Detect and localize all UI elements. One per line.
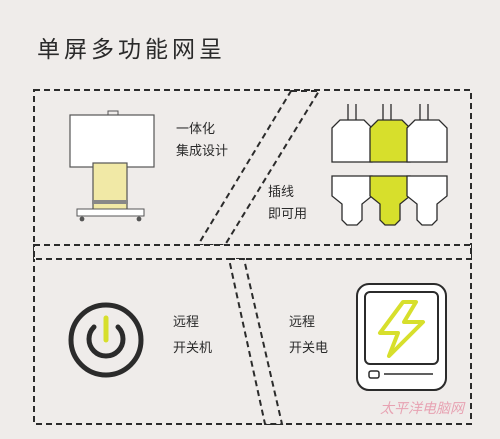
feature-label-integrated: 一体化 集成设计 — [176, 122, 229, 159]
feature-label-remote-power-on-off: 远程 开关机 — [173, 315, 213, 356]
feature-label-remote-power-switch: 远程 开关电 — [289, 315, 329, 356]
watermark: 太平洋电脑网 — [380, 401, 464, 417]
page-title: 单屏多功能网呈 — [37, 37, 226, 63]
feature-label-plug-and-play: 插线 即可用 — [268, 185, 308, 222]
